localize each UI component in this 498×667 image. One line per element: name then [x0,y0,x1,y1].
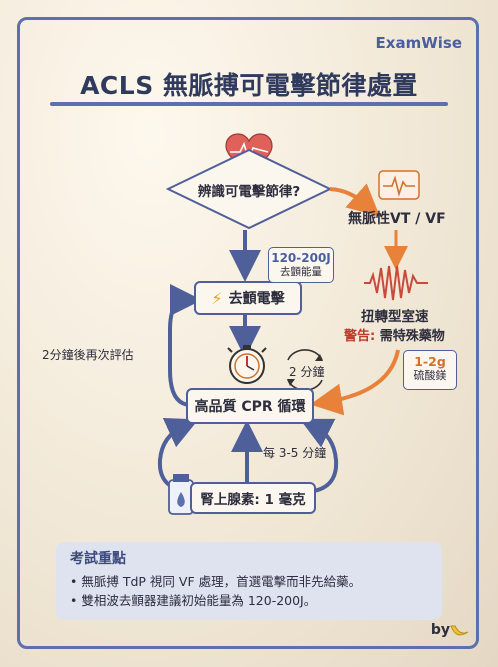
arrow-epi-right [299,418,339,494]
brand-logo: ExamWise [375,34,462,52]
decision-text: 辨識可電擊節律? [197,184,301,200]
epinephrine-label: 腎上腺素: 1 毫克 [200,492,306,508]
syringe-vial-icon [168,474,194,515]
epinephrine-box: 腎上腺素: 1 毫克 [190,482,316,514]
banana-icon [450,625,469,636]
ecg-monitor-icon [378,170,420,200]
title-underline [50,102,448,106]
note-text: 無脈搏 TdP 視同 VF 處理，首選電擊而非先給藥。 [81,574,362,589]
notes-title: 考試重點 [70,551,126,567]
drug-dose: 1-2g [414,354,446,369]
energy-caption: 去顫能量 [280,266,322,278]
epi-interval: 每 3-5 分鐘 [263,446,327,460]
shock-label: 去顫電擊 [228,291,285,307]
signature: by [430,622,450,638]
warning-text: 需特殊藥物 [379,329,445,344]
arrow-tdp-to-cpr [310,349,400,416]
arrow-reassess-loop [168,284,202,407]
warning-line: 警告: 需特殊藥物 [344,325,445,344]
page-frame [17,17,479,649]
reassess-label: 2分鐘後再次評估 [42,348,134,362]
drug-name: 硫酸鎂 [413,369,447,382]
lightning-icon: ⚡ [211,288,223,308]
cpr-box: 高品質 CPR 循環 [186,388,314,424]
stopwatch-icon [227,345,267,384]
exam-notes: 考試重點 • 無脈搏 TdP 視同 VF 處理，首選電擊而非先給藥。 • 雙相波… [56,542,442,620]
note-text: 雙相波去顫器建議初始能量為 120-200J。 [81,593,317,608]
tdp-label: 扭轉型室速 [361,309,429,325]
arrow-to-vtvf [329,183,380,217]
shock-box: ⚡ 去顫電擊 [194,281,302,315]
torsades-wave-icon [364,265,428,301]
energy-value: 120-200J [271,251,331,265]
energy-callout: 120-200J 去顫能量 [268,247,334,283]
vtvf-label: 無脈性VT / VF [348,211,446,227]
drug-callout: 1-2g 硫酸鎂 [403,350,457,390]
page-title: ACLS 無脈搏可電擊節律處置 [80,71,418,100]
note-item: • 雙相波去顫器建議初始能量為 120-200J。 [70,593,317,608]
cpr-label: 高品質 CPR 循環 [194,399,306,415]
note-item: • 無脈搏 TdP 視同 VF 處理，首選電擊而非先給藥。 [70,574,362,589]
warning-label: 警告: [344,329,376,344]
cpr-duration: 2 分鐘 [289,365,325,379]
